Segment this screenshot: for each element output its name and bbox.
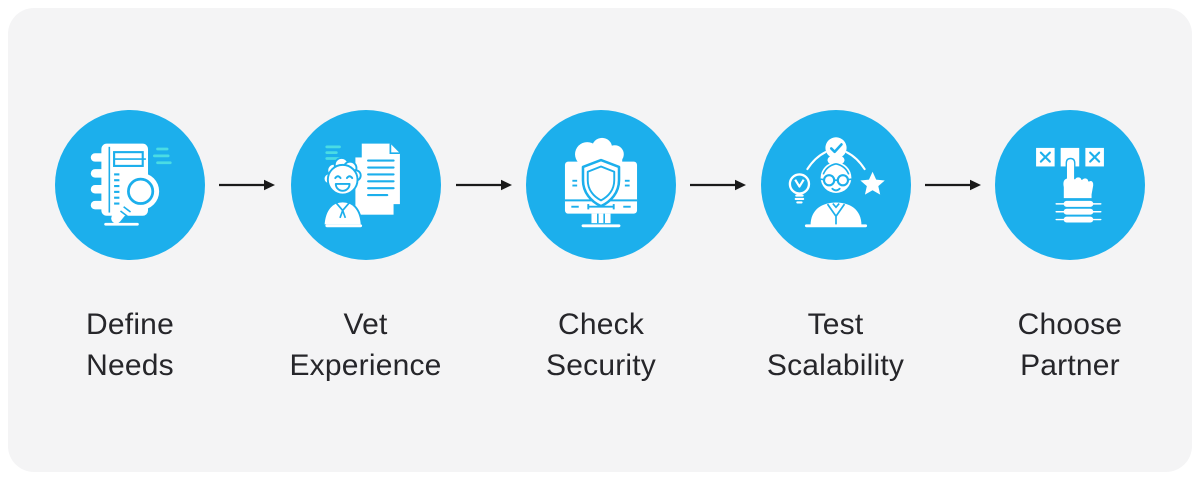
- step-label: Define Needs: [86, 304, 174, 386]
- flowchart-card: Define Needs: [8, 8, 1192, 472]
- person-documents-icon: [322, 143, 400, 228]
- step-test-scalability: Test Scalability: [760, 110, 911, 386]
- step-label-line1: Check: [558, 308, 645, 341]
- step-label-line2: Scalability: [766, 349, 905, 382]
- step-circle: [290, 110, 441, 260]
- arrow-icon: [218, 175, 276, 195]
- step-label-line2: Experience: [289, 349, 442, 382]
- step-label: Choose Partner: [1018, 304, 1123, 386]
- step-label-line1: Choose: [1017, 308, 1123, 341]
- step-circle: [526, 110, 677, 260]
- step-label-line2: Needs: [86, 349, 174, 382]
- step-choose-partner: Choose Partner: [994, 110, 1145, 386]
- step-label: Test Scalability: [767, 304, 904, 386]
- arrow-icon: [689, 175, 747, 195]
- step-label-line1: Define: [86, 308, 174, 341]
- step-vet-experience: Vet Experience: [289, 110, 441, 386]
- person-idea-star-check-icon: [788, 137, 885, 228]
- monitor-shield-cloud-icon: [564, 137, 638, 228]
- arrow-icon: [455, 175, 513, 195]
- step-check-security: Check Security: [526, 110, 677, 386]
- step-label-line2: Security: [546, 349, 657, 382]
- step-define-needs: Define Needs: [55, 110, 205, 386]
- hand-selecting-option-icon: [1036, 147, 1104, 223]
- step-label-line2: Partner: [1020, 349, 1120, 382]
- process-flow: Define Needs: [8, 8, 1192, 386]
- notebook-magnifier-icon: [90, 143, 172, 226]
- step-label: Vet Experience: [289, 304, 441, 386]
- step-circle: [994, 110, 1145, 260]
- step-label-line1: Test: [807, 308, 864, 341]
- step-label-line1: Vet: [343, 308, 388, 341]
- arrow-icon: [924, 175, 982, 195]
- step-circle: [55, 110, 205, 260]
- step-label: Check Security: [546, 304, 656, 386]
- step-circle: [760, 110, 911, 260]
